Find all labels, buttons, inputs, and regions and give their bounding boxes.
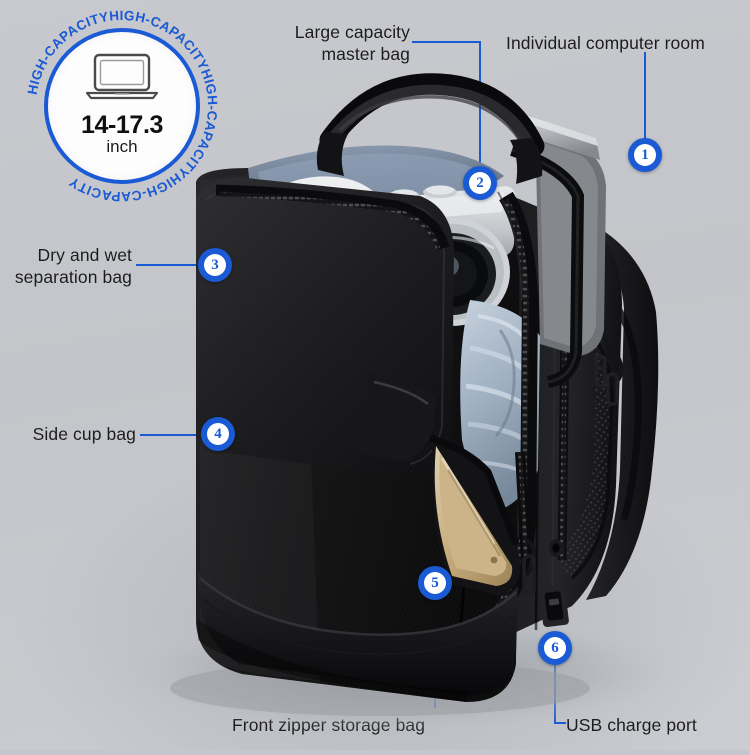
callout-label-1: Individual computer room bbox=[506, 33, 705, 53]
callout-label-4: Side cup bag bbox=[32, 424, 136, 444]
callout-label-3: Dry and wet separation bag bbox=[14, 245, 132, 288]
leader-line-1 bbox=[644, 52, 646, 140]
laptop-icon bbox=[85, 52, 159, 107]
callout-badge-3[interactable]: 3 bbox=[198, 248, 232, 282]
seal-disc: 14-17.3 inch bbox=[44, 28, 200, 184]
callout-badge-3-number: 3 bbox=[204, 254, 226, 276]
leader-line-3 bbox=[136, 264, 202, 266]
callout-badge-1-number: 1 bbox=[634, 144, 656, 166]
callout-badge-6-number: 6 bbox=[544, 637, 566, 659]
seal-size-value: 14-17.3 bbox=[81, 110, 163, 139]
callout-badge-2-number: 2 bbox=[469, 172, 491, 194]
callout-badge-5[interactable]: 5 bbox=[418, 566, 452, 600]
callout-badge-5-number: 5 bbox=[424, 572, 446, 594]
callout-badge-6[interactable]: 6 bbox=[538, 631, 572, 665]
callout-badge-1[interactable]: 1 bbox=[628, 138, 662, 172]
leader-line-4 bbox=[140, 434, 204, 436]
seal-size-unit: inch bbox=[106, 136, 138, 156]
leader-line-2-h bbox=[412, 41, 480, 43]
callout-badge-4-number: 4 bbox=[207, 423, 229, 445]
capacity-seal: HIGH-CAPACITYHIGH-CAPACITYHIGH-CAPACITYH… bbox=[22, 6, 222, 206]
callout-badge-4[interactable]: 4 bbox=[201, 417, 235, 451]
callout-label-2: Large capacity master bag bbox=[294, 22, 410, 65]
callout-badge-2[interactable]: 2 bbox=[463, 166, 497, 200]
